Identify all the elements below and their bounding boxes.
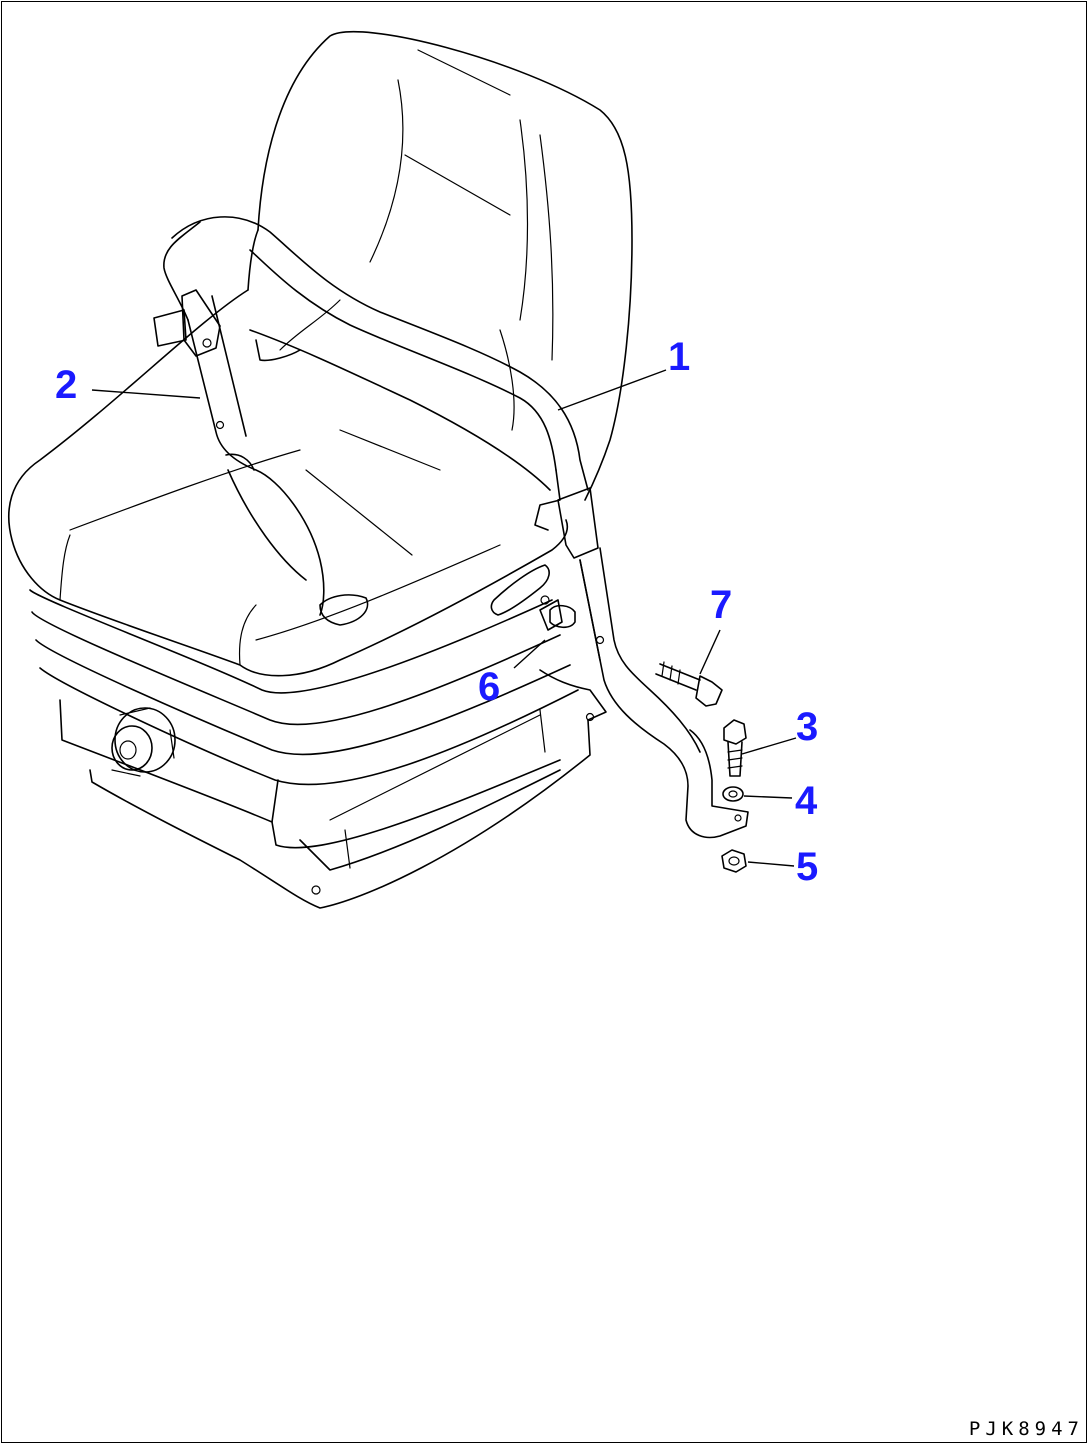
callout-5: 5 [796,845,818,889]
callout-7: 7 [710,583,732,627]
leader-2 [91,389,201,399]
leader-1 [557,369,667,411]
callout-2: 2 [55,363,77,407]
leader-lines [91,369,797,867]
seat-cushion [8,289,569,677]
leader-7 [699,629,721,675]
leader-3 [741,737,797,755]
bolt-7 [655,661,723,707]
side-levers [490,564,576,629]
nut-5 [721,849,747,873]
callout-1: 1 [668,335,690,379]
leader-6 [513,639,546,669]
seat-backrest [247,30,633,501]
washer-4 [722,786,744,802]
belt-left-strap [153,221,325,616]
callout-6: 6 [478,665,500,709]
leader-4 [743,795,793,799]
callout-3: 3 [796,705,818,749]
bolt-3 [723,719,747,777]
seat-suspension-base [29,589,607,909]
leader-5 [747,861,795,867]
adjustment-knob [111,707,176,777]
collar-6 [539,599,563,631]
figure-code: PJK8947 [968,1418,1084,1440]
callout-4: 4 [795,779,818,823]
callouts: 1 2 3 4 5 6 7 [55,335,818,889]
belt-right-strap [171,216,749,839]
